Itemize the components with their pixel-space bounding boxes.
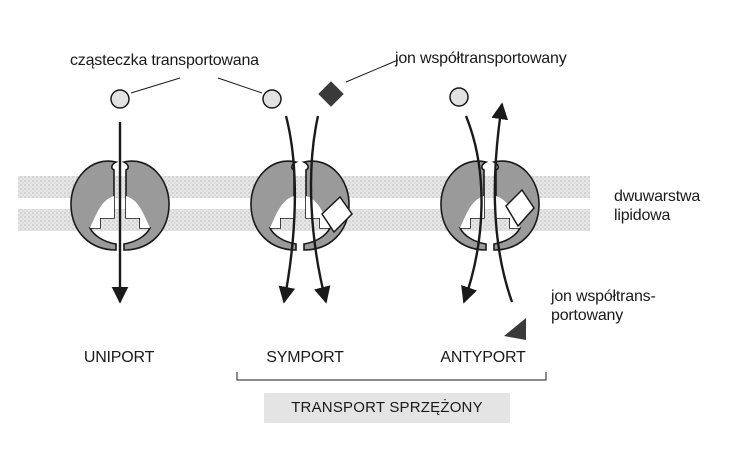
cotransported-ion-label-top: jon współtransportowany (395, 50, 567, 67)
symport-molecule-arrow (278, 115, 297, 304)
transported-molecule-label: cząsteczka transportowana (70, 52, 259, 69)
ion-leader-top (345, 59, 399, 83)
lipid-bilayer-label-line2: lipidowa (614, 207, 671, 224)
coupled-transport-label: TRANSPORT SPRZĘŻONY (291, 399, 483, 416)
antiport-ion (504, 318, 526, 340)
symport-ion-arrow (309, 115, 331, 304)
coupled-bracket (236, 372, 547, 381)
symport-ion-binding-site (321, 195, 353, 234)
antiport-ion-arrow (491, 102, 514, 303)
antiport-caption: ANTYPORT (440, 349, 526, 366)
cotransported-ion-label-bottom-line2: portowany (551, 307, 624, 324)
molecule-leader-left (130, 77, 181, 94)
uniport-caption: UNIPORT (83, 349, 155, 366)
antiport-molecule-arrow (461, 115, 483, 304)
symport-caption: SYMPORT (266, 349, 344, 366)
lipid-bilayer-label-line1: dwuwarstwa (614, 188, 701, 205)
cotransported-ion-label-bottom-line1: jon współtrans- (551, 288, 656, 305)
antiport-ion-binding-site (505, 188, 535, 228)
molecule-leader-right (217, 77, 263, 94)
coupled-transport-box: TRANSPORT SPRZĘŻONY (264, 393, 510, 423)
symport-ion (318, 81, 344, 107)
uniport-molecule (110, 89, 130, 109)
symport-molecule (262, 89, 282, 109)
antiport-molecule (449, 87, 469, 107)
